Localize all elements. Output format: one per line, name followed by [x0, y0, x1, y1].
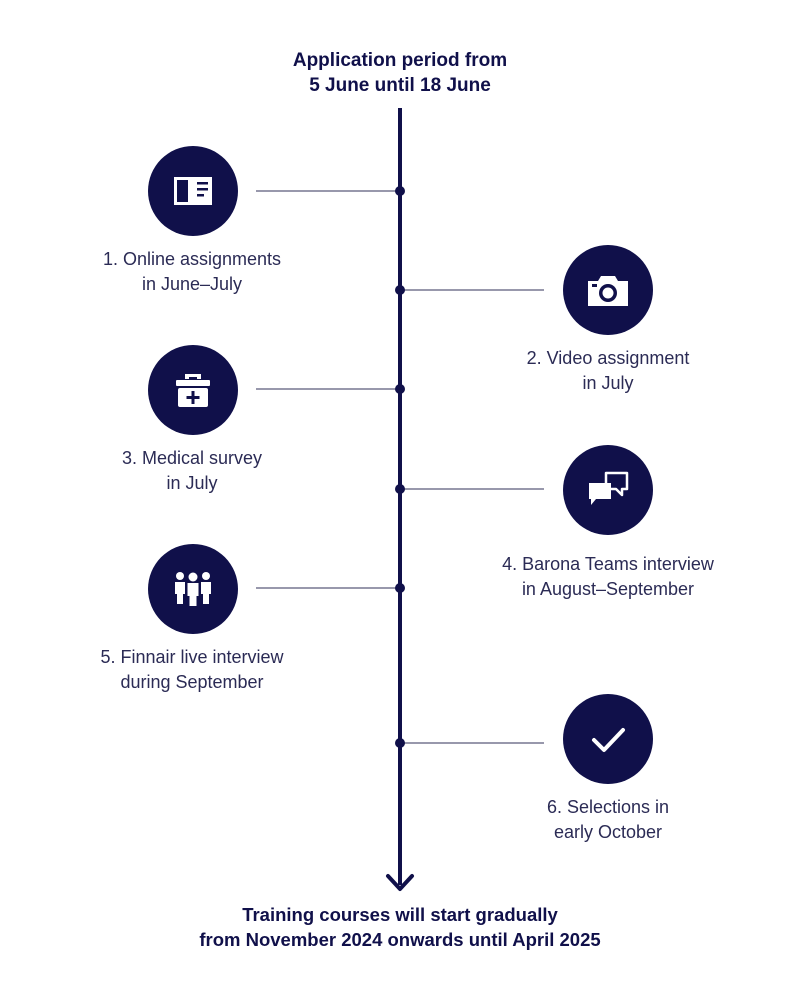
- step-3-period: in July: [166, 473, 218, 493]
- footer-line-1: Training courses will start gradually: [242, 904, 558, 925]
- timeline-header: Application period from 5 June until 18 …: [0, 48, 800, 98]
- chat-bubbles-icon: [589, 471, 629, 505]
- step-2-icon-circle: [563, 245, 653, 335]
- step-1-label: 1. Online assignments in June–July: [42, 247, 342, 297]
- step-2-period: in July: [582, 373, 634, 393]
- node-step-3: [395, 384, 405, 394]
- step-5-icon-circle: [148, 544, 238, 634]
- node-step-5: [395, 583, 405, 593]
- step-3-label: 3. Medical survey in July: [42, 446, 342, 496]
- timeline-arrowhead: [386, 874, 414, 891]
- checkmark-icon: [592, 728, 625, 752]
- step-1-period: in June–July: [141, 274, 243, 294]
- step-2-title: 2. Video assignment: [526, 348, 690, 368]
- step-1-title: 1. Online assignments: [102, 249, 282, 269]
- header-line-1: Application period from: [292, 50, 508, 71]
- step-5-label: 5. Finnair live interview during Septemb…: [42, 645, 342, 695]
- step-6-title: 6. Selections in: [546, 797, 670, 817]
- timeline-footer: Training courses will start gradually fr…: [0, 902, 800, 952]
- node-step-4: [395, 484, 405, 494]
- header-line-2: 5 June until 18 June: [309, 75, 491, 96]
- step-6-label: 6. Selections in early October: [458, 795, 758, 845]
- footer-line-2: from November 2024 onwards until April 2…: [199, 929, 601, 950]
- step-3-icon-circle: [148, 345, 238, 435]
- camera-icon: [588, 276, 628, 306]
- step-3-title: 3. Medical survey: [121, 448, 263, 468]
- step-4-period: in August–September: [521, 579, 695, 599]
- step-4-label: 4. Barona Teams interview in August–Sept…: [458, 552, 758, 602]
- node-step-1: [395, 186, 405, 196]
- node-step-6: [395, 738, 405, 748]
- step-6-icon-circle: [563, 694, 653, 784]
- book-icon: [174, 177, 212, 205]
- first-aid-kit-icon: [176, 374, 210, 407]
- step-5-period: during September: [120, 672, 264, 692]
- step-6-period: early October: [553, 822, 663, 842]
- step-4-icon-circle: [563, 445, 653, 535]
- step-2-label: 2. Video assignment in July: [458, 346, 758, 396]
- step-1-icon-circle: [148, 146, 238, 236]
- node-step-2: [395, 285, 405, 295]
- people-group-icon: [175, 572, 211, 606]
- step-4-title: 4. Barona Teams interview: [502, 554, 714, 574]
- step-5-title: 5. Finnair live interview: [100, 647, 284, 667]
